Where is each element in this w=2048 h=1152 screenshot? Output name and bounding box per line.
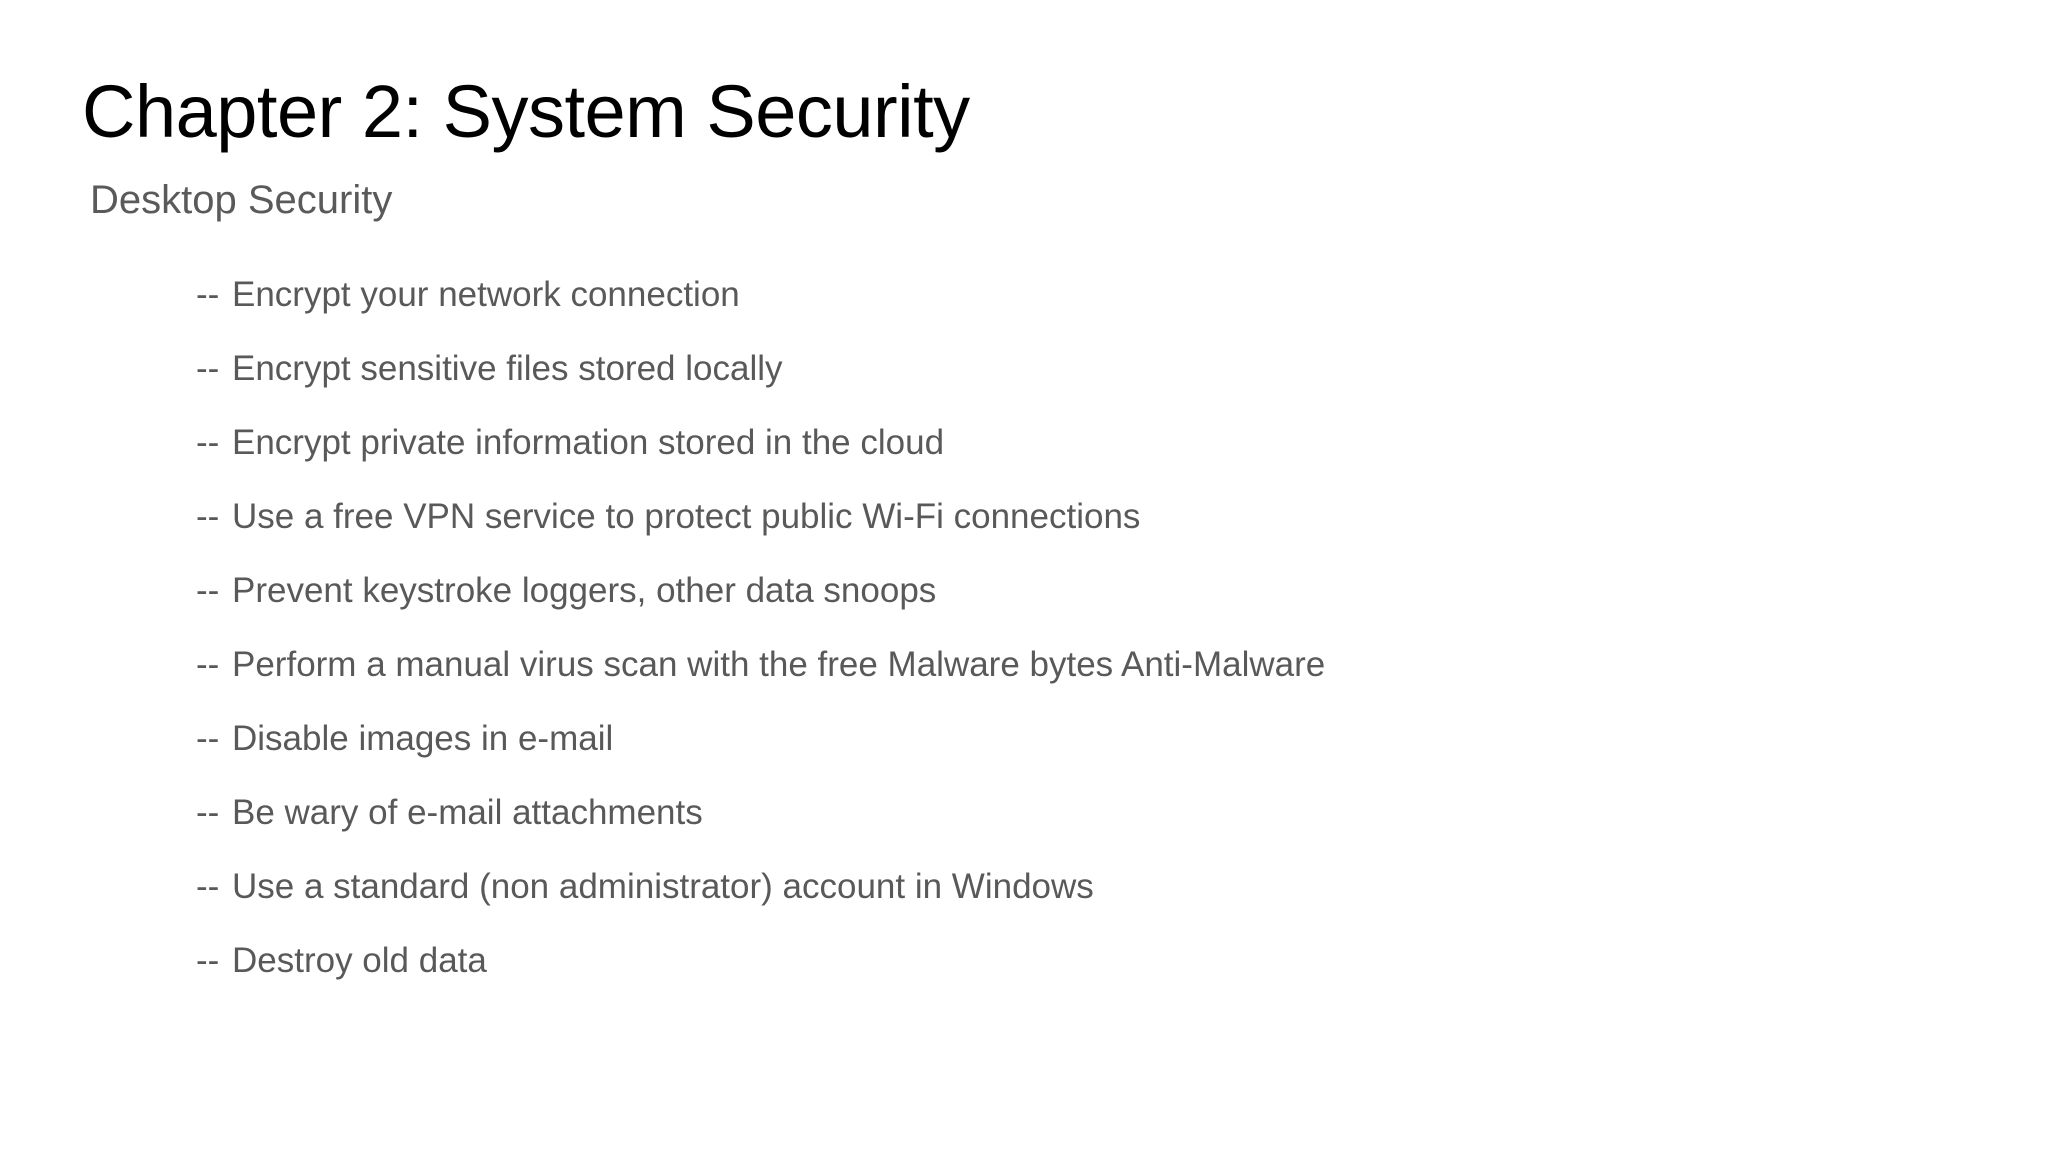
section-heading-desktop-security: Desktop Security xyxy=(90,178,393,222)
bullet-list: -- Encrypt your network connection -- En… xyxy=(0,258,2048,998)
list-item-label: Disable images in e-mail xyxy=(232,719,614,758)
list-item-label: Prevent keystroke loggers, other data sn… xyxy=(232,571,937,610)
list-item: -- Use a free VPN service to protect pub… xyxy=(196,480,2048,554)
list-item-label: Use a free VPN service to protect public… xyxy=(232,497,1141,536)
list-item: -- Encrypt your network connection xyxy=(196,258,2048,332)
page-title: Chapter 2: System Security xyxy=(82,69,970,153)
list-item: -- Use a standard (non administrator) ac… xyxy=(196,850,2048,924)
slide-body: Desktop Security -- Encrypt your network… xyxy=(0,178,2048,998)
list-item-label: Encrypt your network connection xyxy=(232,275,740,314)
dash-marker-icon: -- xyxy=(196,941,220,980)
list-item: -- Encrypt private information stored in… xyxy=(196,406,2048,480)
dash-marker-icon: -- xyxy=(196,719,220,758)
dash-marker-icon: -- xyxy=(196,497,220,536)
list-item: -- Be wary of e-mail attachments xyxy=(196,776,2048,850)
dash-marker-icon: -- xyxy=(196,793,220,832)
dash-marker-icon: -- xyxy=(196,275,220,314)
list-item: -- Prevent keystroke loggers, other data… xyxy=(196,554,2048,628)
list-item-label: Be wary of e-mail attachments xyxy=(232,793,703,832)
list-item: -- Disable images in e-mail xyxy=(196,702,2048,776)
list-item-label: Encrypt sensitive files stored locally xyxy=(232,349,783,388)
list-item-label: Use a standard (non administrator) accou… xyxy=(232,867,1094,906)
list-item: -- Encrypt sensitive files stored locall… xyxy=(196,332,2048,406)
dash-marker-icon: -- xyxy=(196,571,220,610)
list-item: -- Perform a manual virus scan with the … xyxy=(196,628,2048,702)
list-item-label: Encrypt private information stored in th… xyxy=(232,423,945,462)
dash-marker-icon: -- xyxy=(196,645,220,684)
list-item: -- Destroy old data xyxy=(196,924,2048,998)
dash-marker-icon: -- xyxy=(196,423,220,462)
dash-marker-icon: -- xyxy=(196,349,220,388)
list-item-label: Perform a manual virus scan with the fre… xyxy=(232,645,1326,684)
dash-marker-icon: -- xyxy=(196,867,220,906)
list-item-label: Destroy old data xyxy=(232,941,487,980)
